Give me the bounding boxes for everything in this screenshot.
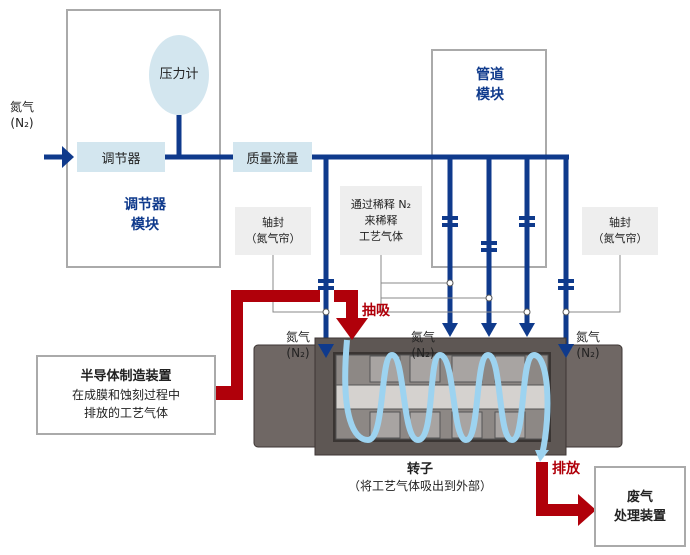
rotor [335, 354, 549, 440]
n2-label-right: 氮气 (N₂) [570, 329, 606, 361]
rotor-label: 转子 （将工艺气体吸出到外部） [330, 462, 510, 494]
semiconductor-equipment-box: 半导体制造装置 在成膜和蚀刻过程中 排放的工艺气体 [36, 355, 216, 435]
leader-lines [272, 255, 621, 313]
shaft-seal-right-title: 轴封 [609, 216, 631, 229]
dilution-box: 通过稀释 N₂ 来稀释 工艺气体 [340, 186, 422, 255]
pressure-gauge-label: 压力计 [159, 67, 199, 82]
shaft-seal-left: 轴封 （氮气帘） [235, 207, 311, 255]
dilution-line-2: 来稀释 [364, 213, 398, 227]
rotor-subtitle: （将工艺气体吸出到外部） [347, 479, 492, 493]
gas-flow-spiral [342, 339, 551, 456]
inlet-n2-formula: (N₂) [10, 116, 34, 130]
inlet-arrowheads [318, 323, 574, 358]
regulator-box: 调节器 [77, 142, 165, 172]
waste-title-2: 处理装置 [613, 508, 666, 524]
rotor-title: 转子 [406, 462, 433, 477]
spiral-arrow-icon [535, 450, 549, 462]
suction-label: 抽吸 [362, 303, 390, 319]
n2-right-formula: (N₂) [576, 346, 600, 360]
shaft-seal-right: 轴封 （氮气帘） [582, 207, 658, 255]
inlet-n2-label: 氮气 (N₂) [2, 99, 42, 131]
mass-flow-box: 质量流量 [233, 142, 312, 172]
piping-module-title-1: 管道 [476, 67, 504, 83]
dilution-line-1: 通过稀释 N₂ [350, 197, 412, 211]
semiconductor-title: 半导体制造装置 [80, 369, 172, 384]
shaft-seal-right-sub: （氮气帘） [592, 232, 648, 245]
n2-left-formula: (N₂) [286, 346, 310, 360]
n2-label-middle: 氮气 (N₂) [405, 329, 441, 361]
exhaust-label: 排放 [552, 461, 580, 477]
regulator-module-title-2: 模块 [131, 217, 159, 233]
semiconductor-desc-1: 在成膜和蚀刻过程中 [71, 388, 180, 402]
inlet-n2-text: 氮气 [9, 100, 34, 114]
n2-right-text: 氮气 [575, 330, 600, 344]
waste-gas-treatment-box: 废气 处理装置 [594, 466, 686, 547]
piping-module-title-2: 模块 [476, 87, 504, 103]
n2-left-text: 氮气 [285, 330, 310, 344]
valve-icons [318, 216, 574, 290]
semiconductor-desc-2: 排放的工艺气体 [83, 406, 168, 420]
regulator-module-box [66, 9, 221, 268]
n2-label-left: 氮气 (N₂) [280, 329, 316, 361]
shaft-seal-left-sub: （氮气帘） [245, 232, 301, 245]
n2-middle-formula: (N₂) [411, 346, 435, 360]
pressure-gauge [149, 35, 209, 115]
process-gas-path [207, 290, 596, 526]
shaft-seal-left-title: 轴封 [262, 216, 284, 229]
regulator-module-title: 调节器 模块 [100, 195, 190, 235]
piping-module-title: 管道 模块 [445, 65, 535, 105]
n2-middle-text: 氮气 [410, 330, 435, 344]
waste-title-1: 废气 [626, 489, 653, 505]
dilution-line-3: 工艺气体 [359, 229, 403, 243]
regulator-module-title-1: 调节器 [124, 197, 166, 213]
inlet-arrow-icon [62, 146, 74, 168]
